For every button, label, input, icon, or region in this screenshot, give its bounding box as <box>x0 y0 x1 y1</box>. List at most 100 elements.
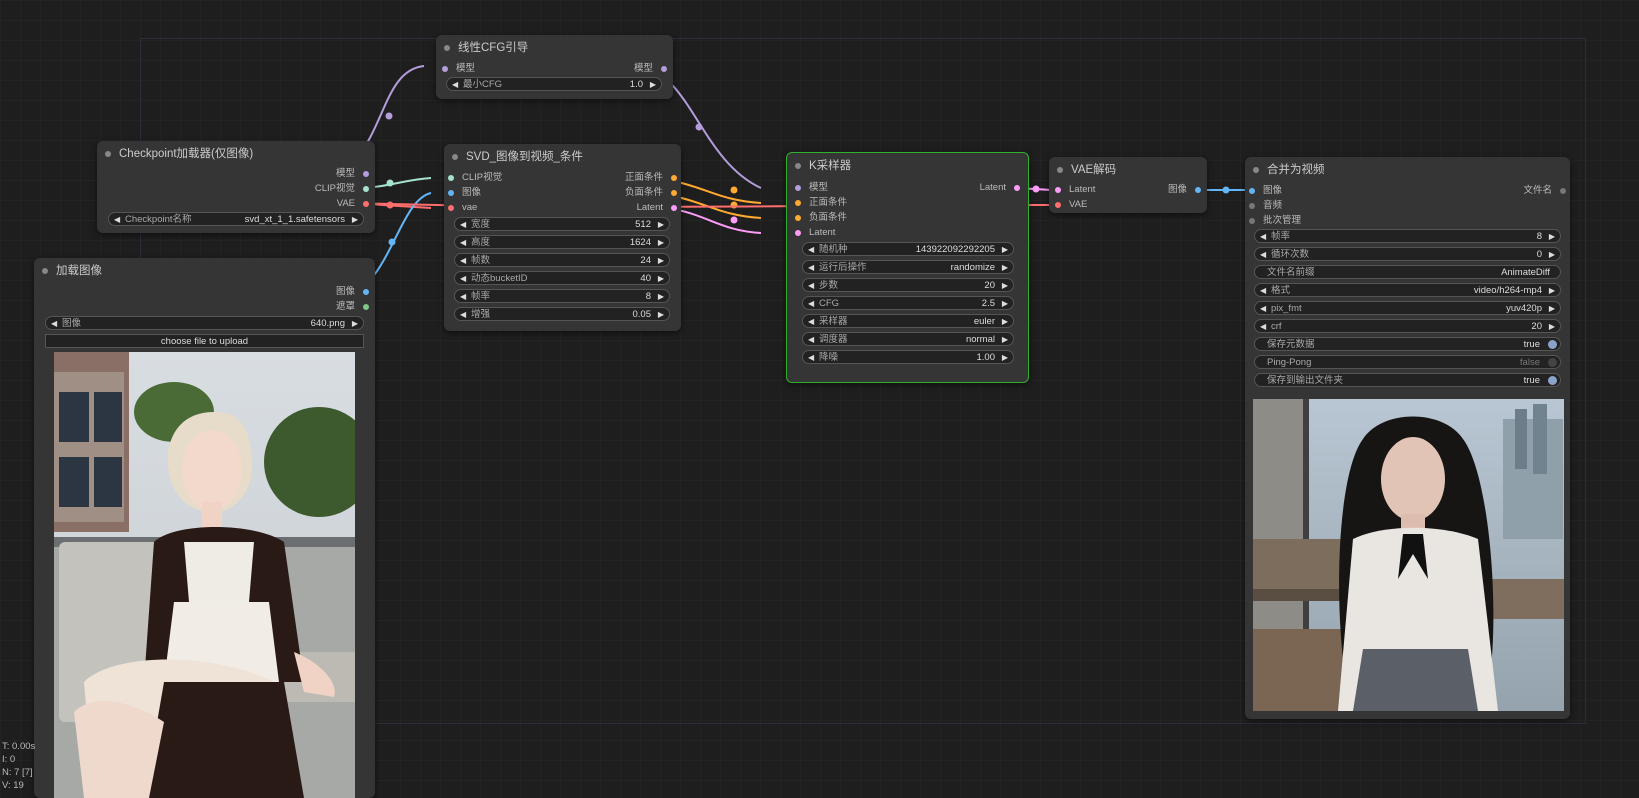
collapse-dot-icon[interactable] <box>42 268 48 274</box>
input-slot-positive[interactable]: 正面条件 <box>795 197 847 209</box>
widget-checkpoint-name[interactable]: ◀ Checkpoint名称 svd_xt_1_1.safetensors ▶ <box>108 212 364 226</box>
output-slot-model[interactable]: 模型 <box>336 168 369 180</box>
decrement-arrow-icon[interactable]: ◀ <box>1260 232 1267 241</box>
node-title[interactable]: K采样器 <box>787 153 1028 179</box>
node-title[interactable]: 合并为视频 <box>1245 157 1570 183</box>
increment-arrow-icon[interactable]: ▶ <box>657 220 664 229</box>
decrement-arrow-icon[interactable]: ◀ <box>460 238 467 247</box>
decrement-arrow-icon[interactable]: ◀ <box>808 353 815 362</box>
increment-arrow-icon[interactable]: ▶ <box>1548 286 1555 295</box>
collapse-dot-icon[interactable] <box>1253 167 1259 173</box>
increment-arrow-icon[interactable]: ▶ <box>351 215 358 224</box>
input-slot-image[interactable]: 图像 <box>1249 185 1282 197</box>
decrement-arrow-icon[interactable]: ◀ <box>808 335 815 344</box>
input-slot-image[interactable]: 图像 <box>448 187 481 199</box>
node-title[interactable]: 线性CFG引导 <box>436 35 673 61</box>
collapse-dot-icon[interactable] <box>1057 167 1063 173</box>
decrement-arrow-icon[interactable]: ◀ <box>808 299 815 308</box>
increment-arrow-icon[interactable]: ▶ <box>1001 281 1008 290</box>
input-slot-model[interactable]: 模型 <box>442 63 475 75</box>
decrement-arrow-icon[interactable]: ◀ <box>808 245 815 254</box>
upload-button[interactable]: choose file to upload <box>45 334 364 348</box>
decrement-arrow-icon[interactable]: ◀ <box>452 80 459 89</box>
node-svd-img2vid-conditioning[interactable]: SVD_图像到视频_条件 CLIP视觉 图像 vae 正面条件 负面条件 Lat… <box>444 144 681 331</box>
decrement-arrow-icon[interactable]: ◀ <box>1260 286 1267 295</box>
collapse-dot-icon[interactable] <box>795 163 801 169</box>
decrement-arrow-icon[interactable]: ◀ <box>460 256 467 265</box>
input-slot-vae[interactable]: vae <box>448 202 477 214</box>
increment-arrow-icon[interactable]: ▶ <box>1548 250 1555 259</box>
decrement-arrow-icon[interactable]: ◀ <box>1260 304 1267 313</box>
increment-arrow-icon[interactable]: ▶ <box>657 292 664 301</box>
decrement-arrow-icon[interactable]: ◀ <box>808 263 815 272</box>
decrement-arrow-icon[interactable]: ◀ <box>51 319 58 328</box>
increment-arrow-icon[interactable]: ▶ <box>1548 322 1555 331</box>
increment-arrow-icon[interactable]: ▶ <box>1548 304 1555 313</box>
node-vae-decode[interactable]: VAE解码 Latent VAE 图像 <box>1049 157 1207 213</box>
output-slot-latent[interactable]: Latent <box>637 202 677 214</box>
node-checkpoint-loader[interactable]: Checkpoint加载器(仅图像) 模型 CLIP视觉 VAE ◀ Check… <box>97 141 375 233</box>
input-slot-latent[interactable]: Latent <box>795 227 835 239</box>
node-linear-cfg-guidance[interactable]: 线性CFG引导 模型 模型 ◀ 最小CFG 1.0 ▶ <box>436 35 673 99</box>
node-title[interactable]: VAE解码 <box>1049 157 1207 183</box>
decrement-arrow-icon[interactable]: ◀ <box>114 215 121 224</box>
decrement-arrow-icon[interactable]: ◀ <box>460 274 467 283</box>
output-slot-positive[interactable]: 正面条件 <box>625 172 677 184</box>
output-slot-model[interactable]: 模型 <box>634 63 667 75</box>
input-slot-clip-vision[interactable]: CLIP视觉 <box>448 172 502 184</box>
input-slot-vae[interactable]: VAE <box>1055 199 1087 211</box>
decrement-arrow-icon[interactable]: ◀ <box>808 281 815 290</box>
input-slot-latent[interactable]: Latent <box>1055 184 1095 196</box>
input-slot-negative[interactable]: 负面条件 <box>795 212 847 224</box>
decrement-arrow-icon[interactable]: ◀ <box>808 317 815 326</box>
node-title[interactable]: Checkpoint加载器(仅图像) <box>97 141 375 167</box>
decrement-arrow-icon[interactable]: ◀ <box>460 292 467 301</box>
widget-min-cfg[interactable]: ◀ 最小CFG 1.0 ▶ <box>446 77 662 91</box>
output-slot-vae[interactable]: VAE <box>337 198 369 210</box>
increment-arrow-icon[interactable]: ▶ <box>657 310 664 319</box>
collapse-dot-icon[interactable] <box>444 45 450 51</box>
node-title[interactable]: 加载图像 <box>34 258 375 284</box>
decrement-arrow-icon[interactable]: ◀ <box>460 310 467 319</box>
collapse-dot-icon[interactable] <box>452 154 458 160</box>
input-slot-audio[interactable]: 音频 <box>1249 200 1282 212</box>
increment-arrow-icon[interactable]: ▶ <box>1001 299 1008 308</box>
decrement-arrow-icon[interactable]: ◀ <box>1260 322 1267 331</box>
collapse-dot-icon[interactable] <box>105 151 111 157</box>
output-slot-filenames[interactable]: 文件名 <box>1523 185 1566 197</box>
output-slot-negative[interactable]: 负面条件 <box>625 187 677 199</box>
input-slot-model[interactable]: 模型 <box>795 182 828 194</box>
decrement-arrow-icon[interactable]: ◀ <box>460 220 467 229</box>
output-slot-clip-vision[interactable]: CLIP视觉 <box>315 183 369 195</box>
decrement-arrow-icon[interactable]: ◀ <box>1260 250 1267 259</box>
node-title[interactable]: SVD_图像到视频_条件 <box>444 144 681 170</box>
increment-arrow-icon[interactable]: ▶ <box>1001 263 1008 272</box>
increment-arrow-icon[interactable]: ▶ <box>1001 317 1008 326</box>
increment-arrow-icon[interactable]: ▶ <box>1001 353 1008 362</box>
increment-arrow-icon[interactable]: ▶ <box>649 80 656 89</box>
